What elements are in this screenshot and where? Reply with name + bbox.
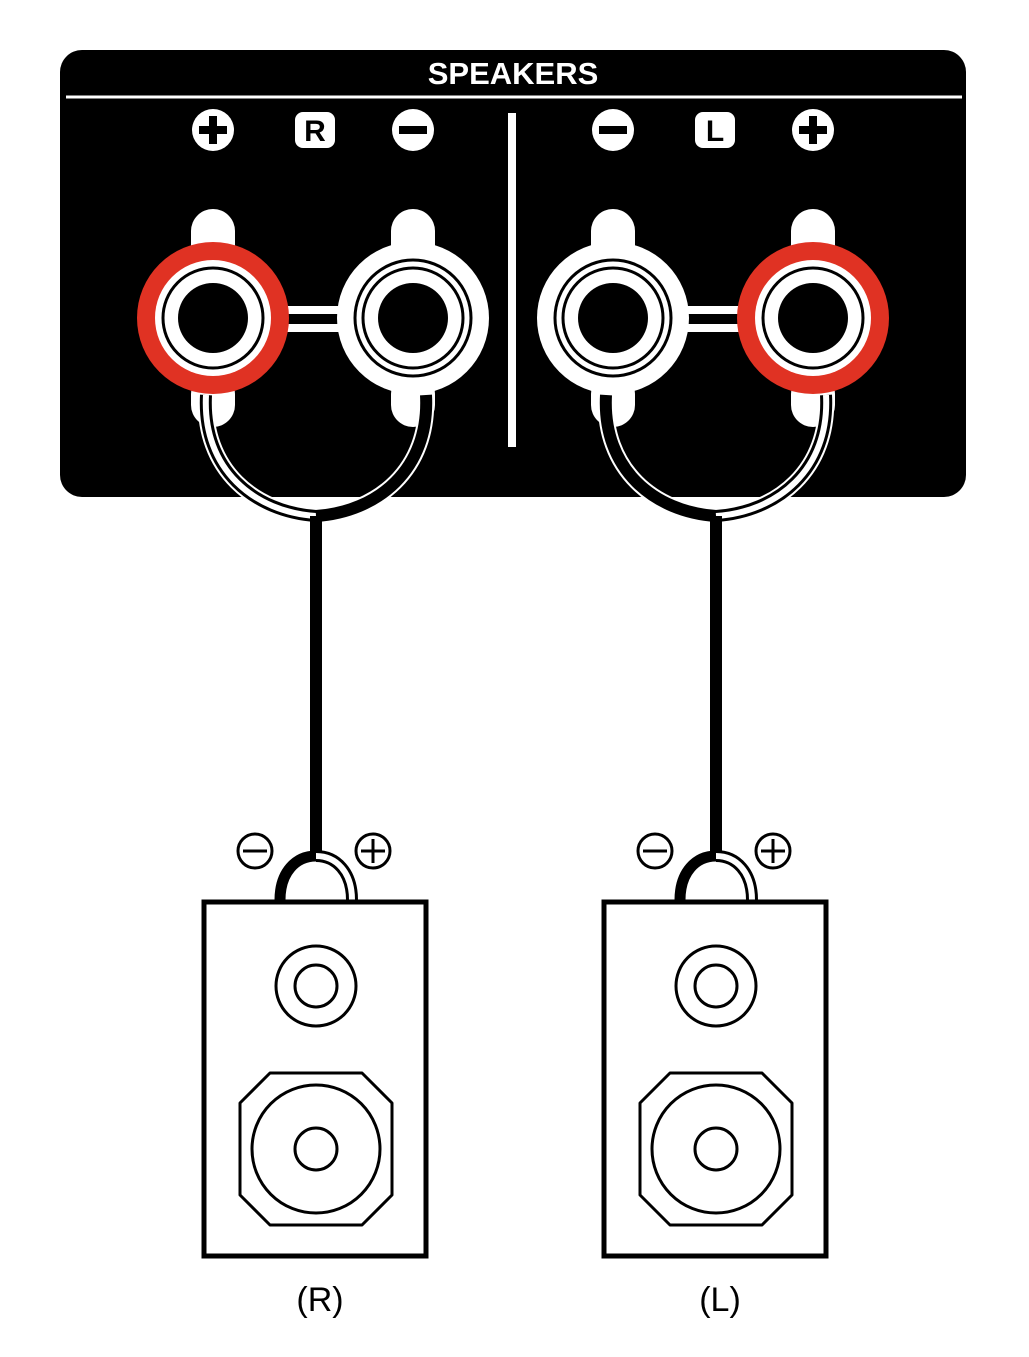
right-speaker-cable [197, 394, 435, 901]
left-speaker-cable [597, 394, 835, 901]
right-speaker-negative-icon [236, 832, 274, 870]
right-terminal-bridge [280, 306, 350, 332]
right-speaker: (R) [201, 832, 429, 1319]
right-negative-symbol-icon [392, 109, 434, 151]
right-speaker-positive-icon [354, 832, 392, 870]
right-speaker-caption: (R) [296, 1281, 343, 1319]
panel-title: SPEAKERS [428, 56, 599, 91]
speaker-terminal-panel: SPEAKERS R L [60, 50, 966, 497]
right-channel-badge: R [295, 112, 335, 148]
right-negative-terminal [337, 209, 489, 427]
left-speaker: (L) [601, 832, 829, 1319]
left-speaker-caption: (L) [699, 1281, 741, 1319]
left-channel-badge: L [695, 112, 735, 148]
right-positive-symbol-icon [192, 109, 234, 151]
left-speaker-negative-icon [636, 832, 674, 870]
right-speaker-woofer-icon [238, 1071, 394, 1227]
left-negative-symbol-icon [592, 109, 634, 151]
left-positive-symbol-icon [792, 109, 834, 151]
left-positive-terminal [737, 209, 889, 427]
left-terminal-bridge [680, 306, 750, 332]
left-speaker-positive-icon [754, 832, 792, 870]
left-speaker-woofer-icon [638, 1071, 794, 1227]
right-speaker-tweeter-icon [274, 944, 358, 1028]
left-speaker-tweeter-icon [674, 944, 758, 1028]
right-channel-label: R [304, 115, 326, 148]
left-channel-label: L [706, 115, 724, 148]
